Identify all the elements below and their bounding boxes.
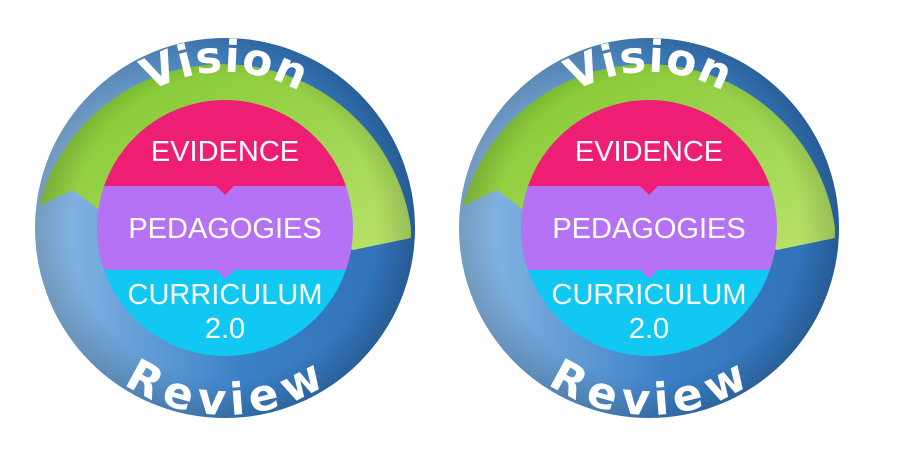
band-curriculum-label-1: CURRICULUM xyxy=(552,279,747,311)
band-pedagogies xyxy=(521,186,777,270)
band-curriculum-label-2: 2.0 xyxy=(205,313,245,345)
pointer-evidence xyxy=(216,186,234,195)
band-curriculum-label-1: CURRICULUM xyxy=(128,279,323,311)
pointer-pedagogies xyxy=(640,270,658,279)
band-curriculum-label-2: 2.0 xyxy=(629,313,669,345)
diagram-left: Vision Review EVIDENCE PEDAGOGIES CURRIC… xyxy=(35,31,415,426)
band-pedagogies-label: PEDAGOGIES xyxy=(552,213,745,245)
band-evidence-label: EVIDENCE xyxy=(575,136,723,168)
pointer-pedagogies xyxy=(216,270,234,279)
band-pedagogies-label: PEDAGOGIES xyxy=(128,213,321,245)
pointer-evidence xyxy=(640,186,658,195)
band-evidence-label: EVIDENCE xyxy=(151,136,299,168)
band-pedagogies xyxy=(97,186,353,270)
diagram-right: Vision Review EVIDENCE PEDAGOGIES CURRIC… xyxy=(459,31,839,426)
